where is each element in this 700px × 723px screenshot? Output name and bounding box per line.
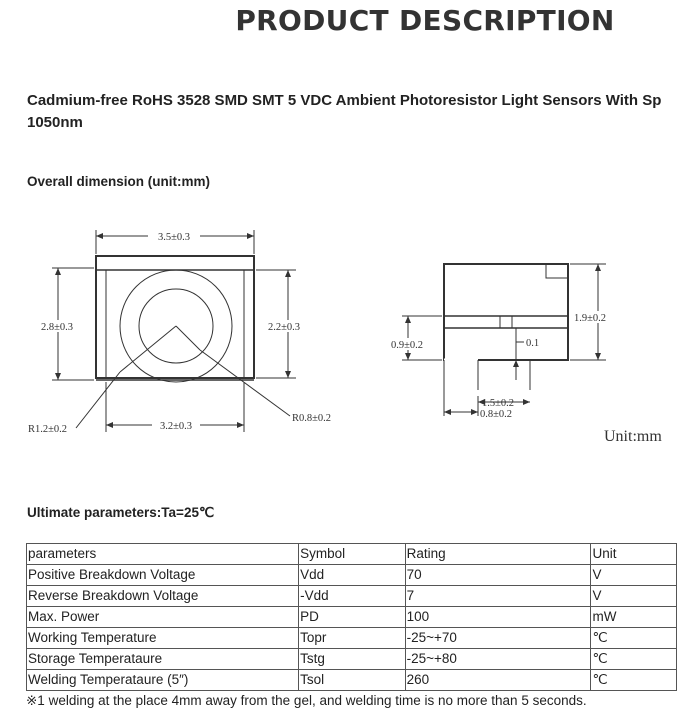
radius-big-extension bbox=[75, 371, 121, 429]
header-cell: Rating bbox=[404, 543, 592, 565]
table-cell: ℃ bbox=[590, 648, 677, 670]
lens-outer-circle bbox=[119, 269, 233, 383]
dimension-drawing: 3.5±0.3 2.8±0.3 2.2±0.3 3.2±0.3 R1.2±0.2… bbox=[28, 230, 662, 445]
table-cell: Max. Power bbox=[25, 606, 300, 628]
table-cell: Storage Temperataure bbox=[25, 648, 300, 670]
header-cell: Symbol bbox=[298, 543, 406, 565]
table-cell: ℃ bbox=[590, 627, 677, 649]
dim-right-label: 2.2±0.3 bbox=[268, 322, 300, 333]
table-cell: Vdd bbox=[298, 564, 406, 586]
header-cell: parameters bbox=[25, 543, 300, 565]
table-cell: V bbox=[590, 585, 677, 607]
table-cell: 260 bbox=[404, 669, 592, 691]
params-section-title: Ultimate parameters:Ta=25℃ bbox=[27, 505, 215, 520]
table-cell: V bbox=[590, 564, 677, 586]
table-cell: -Vdd bbox=[298, 585, 406, 607]
table-cell: Welding Temperataure (5″) bbox=[25, 669, 300, 691]
product-heading: Cadmium-free RoHS 3528 SMD SMT 5 VDC Amb… bbox=[27, 92, 662, 131]
table-cell: Tsol bbox=[298, 669, 406, 691]
radius-small-label: R0.8±0.2 bbox=[292, 413, 331, 424]
table-row: Working Temperature Topr -25~+70 ℃ bbox=[25, 627, 677, 649]
table-cell: 70 bbox=[404, 564, 592, 586]
table-row: Positive Breakdown Voltage Vdd 70 V bbox=[25, 564, 677, 586]
table-cell: Topr bbox=[298, 627, 406, 649]
page-title: PRODUCT DESCRIPTION bbox=[235, 4, 615, 37]
dim-pad-gap-label: 0.8±0.2 bbox=[480, 409, 512, 420]
unit-label: Unit:mm bbox=[604, 428, 662, 445]
table-cell: mW bbox=[590, 606, 677, 628]
dim-lip-label: 0.1 bbox=[526, 338, 539, 349]
table-row: Welding Temperataure (5″) Tsol 260 ℃ bbox=[25, 669, 677, 691]
radius-small-extension bbox=[199, 349, 291, 417]
header-cell: Unit bbox=[590, 543, 677, 565]
dim-side-height-label: 1.9±0.2 bbox=[574, 313, 606, 324]
table-cell: Working Temperature bbox=[25, 627, 300, 649]
dim-base-height-label: 0.9±0.2 bbox=[391, 340, 423, 351]
dim-top-label: 3.5±0.3 bbox=[158, 232, 190, 243]
side-view-outline bbox=[443, 263, 569, 361]
lens-inner-circle bbox=[138, 288, 214, 364]
table-cell: PD bbox=[298, 606, 406, 628]
radius-small-leader bbox=[175, 325, 201, 351]
dim-pad-width-label: 1.5±0.2 bbox=[482, 398, 514, 409]
table-cell: -25~+80 bbox=[404, 648, 592, 670]
table-cell: Tstg bbox=[298, 648, 406, 670]
package-outline bbox=[95, 255, 255, 379]
table-cell: 100 bbox=[404, 606, 592, 628]
dim-left-label: 2.8±0.3 bbox=[41, 322, 73, 333]
radius-big-leader bbox=[119, 325, 177, 373]
table-cell: Reverse Breakdown Voltage bbox=[25, 585, 300, 607]
dimension-section-title: Overall dimension (unit:mm) bbox=[27, 174, 211, 189]
table-header-row: parameters Symbol Rating Unit bbox=[25, 543, 677, 565]
welding-note: ※1 welding at the place 4mm away from th… bbox=[26, 693, 587, 708]
table-cell: 7 bbox=[404, 585, 592, 607]
table-row: Reverse Breakdown Voltage -Vdd 7 V bbox=[25, 585, 677, 607]
table-cell: ℃ bbox=[590, 669, 677, 691]
table-cell: -25~+70 bbox=[404, 627, 592, 649]
table-cell: Positive Breakdown Voltage bbox=[25, 564, 300, 586]
side-view-notch bbox=[545, 263, 569, 279]
parameters-table: parameters Symbol Rating Unit Positive B… bbox=[25, 543, 677, 691]
table-row: Storage Temperataure Tstg -25~+80 ℃ bbox=[25, 648, 677, 670]
dim-bottom-label: 3.2±0.3 bbox=[160, 421, 192, 432]
radius-big-label: R1.2±0.2 bbox=[28, 424, 67, 435]
table-row: Max. Power PD 100 mW bbox=[25, 606, 677, 628]
